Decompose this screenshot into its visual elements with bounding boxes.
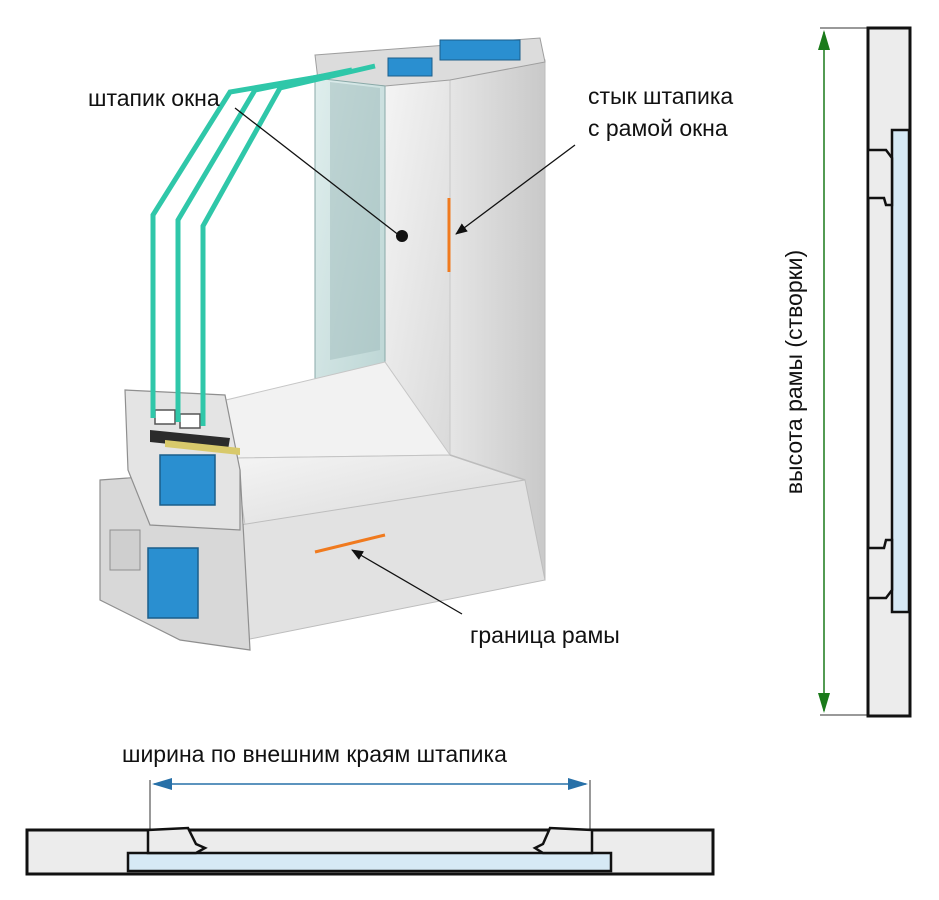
sash-reinforcement-chamber [159, 454, 216, 506]
frame-border-marker [314, 533, 386, 554]
width-arrow-left [152, 778, 172, 790]
glazing-bead-dot [396, 230, 408, 242]
top-profile-chamber-2 [387, 57, 433, 77]
mitre-joint-line [449, 454, 526, 481]
glazing-bead-label: штапик окна [88, 85, 220, 111]
sealant-strip [165, 440, 240, 455]
height-arrow-top [818, 30, 830, 50]
bead-width-label: ширина по внешним краям штапика [122, 741, 507, 767]
vertical-bead-bottom [866, 538, 894, 600]
glass-inner-shadow [330, 82, 380, 360]
vertical-glass-section [890, 128, 911, 614]
width-arrow-right [568, 778, 588, 790]
frame-reinforcement-chamber [147, 547, 199, 619]
window-corner-illustration [99, 37, 546, 651]
glazing-bead-leader [234, 107, 401, 237]
frame-chamber-detail [109, 529, 141, 571]
joint-label-line2: с рамой окна [588, 115, 728, 141]
glass-spacer-right [179, 413, 201, 429]
glass-spacer-left [154, 409, 176, 425]
horizontal-bead-left [146, 826, 208, 855]
callouts: штапик окна стык штапика с рамой окна гр… [88, 83, 733, 648]
vertical-section-drawing: высота рамы (створки) [781, 26, 912, 718]
height-arrow-bottom [818, 693, 830, 713]
joint-label-line1: стык штапика [588, 83, 733, 109]
frame-border-label: граница рамы [470, 622, 620, 648]
frame-height-label: высота рамы (створки) [781, 250, 807, 494]
horizontal-bead-right [532, 826, 594, 855]
vertical-bead-top [866, 148, 894, 207]
top-profile-chamber-1 [439, 39, 521, 61]
horizontal-section-drawing: ширина по внешним краям штапика [25, 741, 715, 876]
joint-leader [455, 144, 576, 235]
horizontal-glass-section [126, 851, 613, 873]
glass-edge-3 [200, 63, 376, 426]
frame-border-leader [351, 549, 463, 615]
